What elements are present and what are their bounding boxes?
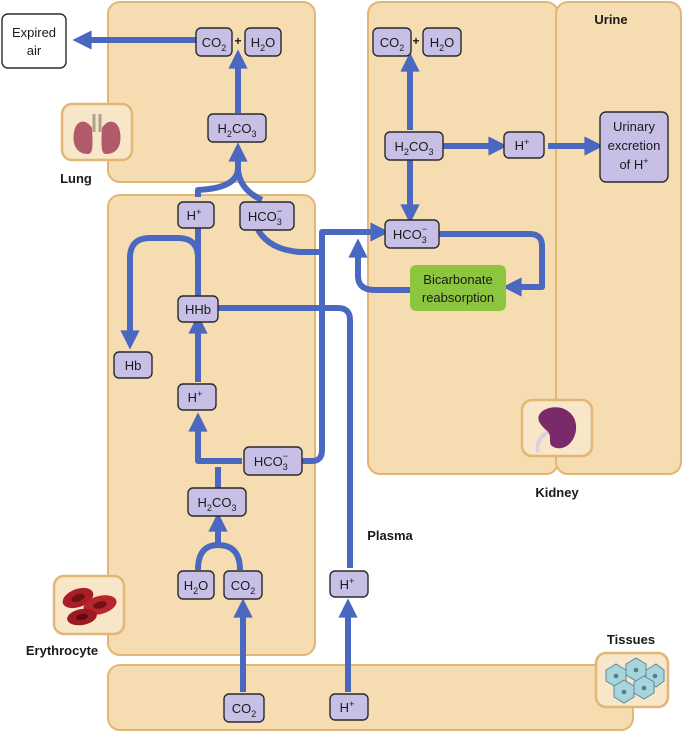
line-hco3-out: [300, 250, 325, 464]
svg-text:H+: H+: [340, 699, 355, 715]
urinary-line-3: of H+: [619, 156, 648, 172]
urine-label: Urine: [594, 12, 627, 27]
svg-text:HCO3−: HCO3−: [393, 224, 427, 245]
svg-text:H+: H+: [188, 389, 203, 405]
arrow-hco3-to-bicarbonate: [438, 231, 545, 297]
svg-text:Hb: Hb: [125, 358, 142, 373]
arrow-erythrocyte-to-h2co3: [195, 142, 248, 197]
svg-text:CO2: CO2: [231, 578, 256, 596]
svg-text:HHb: HHb: [185, 302, 211, 317]
tissues-region: [107, 664, 634, 731]
plasma-label: Plasma: [367, 528, 413, 543]
expired-air-line-1: Expired: [12, 25, 56, 40]
kidney-h-node: H+: [503, 131, 545, 159]
erythrocyte-h-node: H+: [177, 201, 215, 229]
urinary-excretion-node: Urinary excretion of H+: [599, 111, 669, 183]
tissues-label: Tissues: [607, 632, 655, 647]
arrow-bicarbonate-back: [348, 238, 410, 293]
lung-label: Lung: [60, 171, 92, 186]
erythrocyte-hco3-lower-node: HCO3−: [243, 446, 303, 476]
kidney-h2o-node: H2O: [422, 27, 462, 57]
kidney-hco3-node: HCO3−: [384, 219, 440, 249]
svg-text:H2O: H2O: [251, 35, 276, 53]
lung-h2co3-node: H2CO3: [207, 113, 267, 143]
kidney-co2-node: CO2: [372, 27, 412, 57]
erythrocyte-h2o-node: H2O: [177, 570, 215, 600]
lung-plus-sign: +: [234, 34, 241, 48]
tissue-h-node: H+: [329, 693, 369, 721]
bicarbonate-line-2: reabsorption: [422, 290, 494, 305]
urinary-line-1: Urinary: [613, 119, 655, 134]
flow-arrows: [72, 30, 604, 692]
erythrocyte-label: Erythrocyte: [26, 643, 98, 658]
hb-node: Hb: [113, 351, 153, 379]
expired-air-line-2: air: [27, 43, 42, 58]
svg-text:H+: H+: [187, 207, 202, 223]
arrow-h2o-co2-to-h2co3: [195, 522, 243, 571]
kidney-plus-sign: +: [412, 34, 419, 48]
svg-text:H2CO3: H2CO3: [198, 495, 237, 513]
erythrocyte-hco3-node: HCO3−: [239, 201, 295, 231]
svg-text:H2O: H2O: [430, 35, 455, 53]
expired-air-node: Expired air: [1, 13, 67, 69]
erythrocyte-h-middle-node: H+: [177, 383, 217, 411]
urinary-line-2: excretion: [608, 138, 661, 153]
svg-text:HCO3−: HCO3−: [248, 206, 282, 227]
plasma-h-node: H+: [329, 570, 369, 598]
svg-text:CO2: CO2: [380, 35, 405, 53]
hhb-node: HHb: [177, 295, 219, 323]
arrow-plasma-hco3-to-kidney: [255, 222, 390, 255]
svg-text:H2O: H2O: [184, 578, 209, 596]
lung-h2o-node: H2O: [244, 27, 282, 57]
kidney-h2co3-node: H2CO3: [384, 131, 444, 161]
svg-text:H2CO3: H2CO3: [218, 121, 257, 139]
erythrocyte-h2co3-node: H2CO3: [187, 487, 247, 517]
arrow-hco3-split-to-h: [188, 412, 242, 464]
lungs-icon: [60, 102, 134, 162]
svg-text:CO2: CO2: [202, 35, 227, 53]
bicarbonate-reabsorption-node: Bicarbonate reabsorption: [410, 265, 506, 311]
svg-text:HCO3−: HCO3−: [254, 451, 288, 472]
svg-text:H+: H+: [340, 576, 355, 592]
tissue-cells-icon: [594, 651, 670, 709]
line-hco3-join: [235, 169, 264, 203]
red-blood-cells-icon: [52, 574, 126, 636]
kidney-icon: [520, 398, 594, 458]
kidney-label: Kidney: [535, 485, 579, 500]
tissue-co2-node: CO2: [223, 693, 265, 723]
svg-text:H+: H+: [515, 137, 530, 153]
line-hhb-to-plasma-h: [216, 305, 353, 568]
svg-text:CO2: CO2: [232, 701, 257, 719]
svg-text:H2CO3: H2CO3: [395, 139, 434, 157]
lung-co2-node: CO2: [195, 27, 233, 57]
bicarbonate-line-1: Bicarbonate: [423, 272, 492, 287]
erythrocyte-co2-node: CO2: [223, 570, 263, 600]
